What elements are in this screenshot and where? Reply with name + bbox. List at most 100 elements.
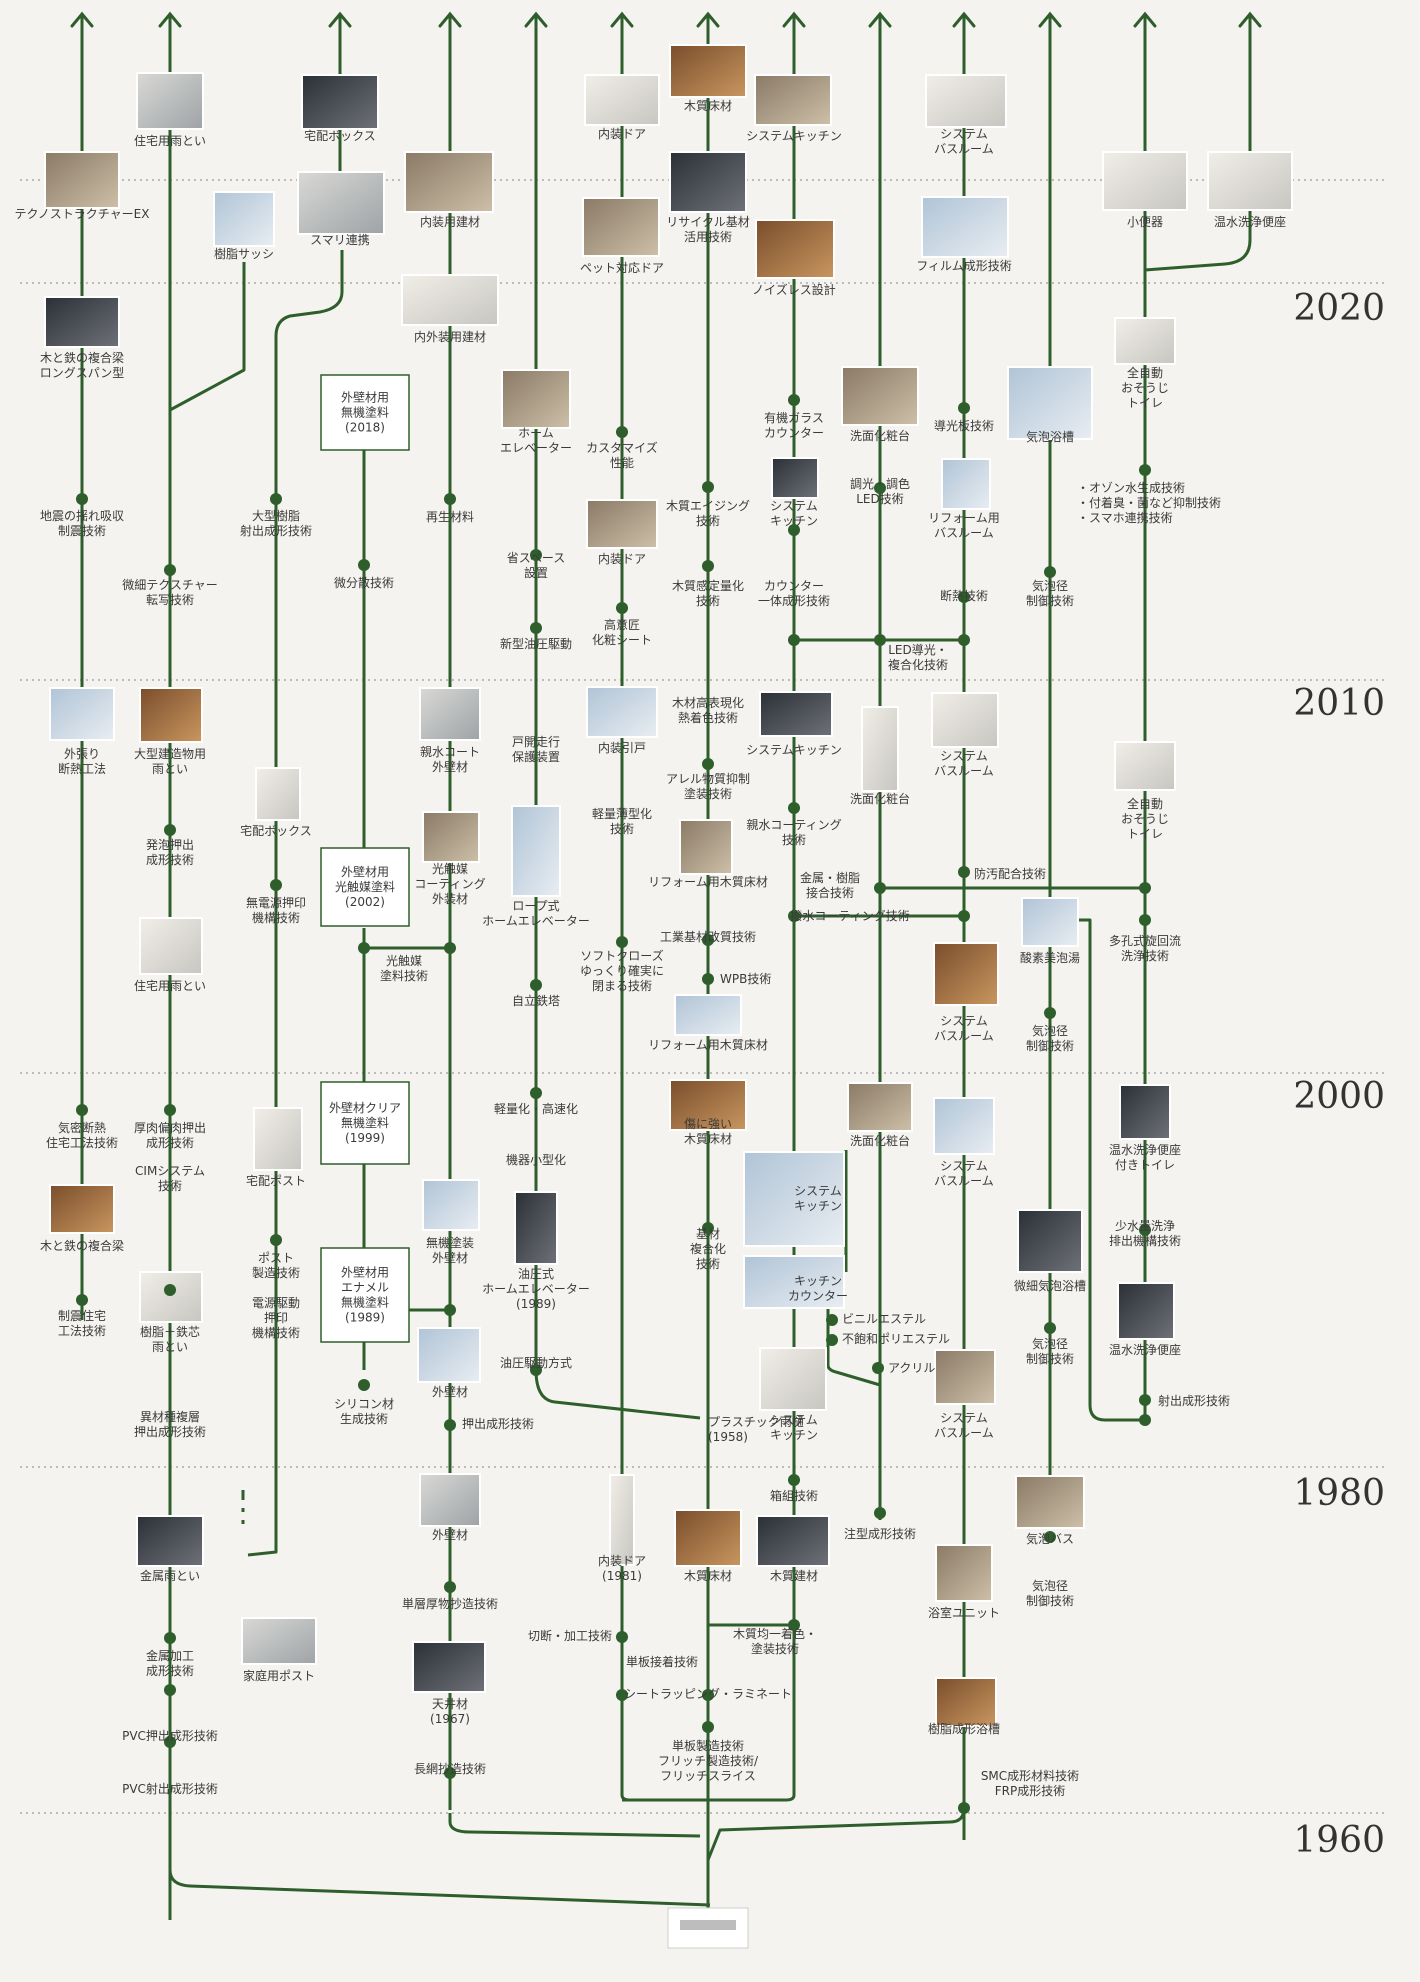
product-photo xyxy=(669,1079,747,1131)
product-photo xyxy=(136,1515,204,1567)
label-c1e: 気密断熱住宅工法技術 xyxy=(46,1120,118,1150)
product-photo xyxy=(771,457,819,499)
label-c11e: 洗面化粧台 xyxy=(850,1133,910,1148)
node-dot xyxy=(616,602,628,614)
label-c4e: 無電源押印機構技術 xyxy=(246,895,306,925)
product-photo xyxy=(404,151,494,213)
node-dot xyxy=(164,1736,176,1748)
label-c6j: 単層厚物抄造技術 xyxy=(402,1597,498,1611)
label-c3a: 樹脂サッシ xyxy=(214,246,274,261)
info-box xyxy=(320,374,410,451)
node-dot xyxy=(164,1684,176,1696)
label-c14j: 射出成形技術 xyxy=(1158,1393,1230,1408)
info-box xyxy=(320,847,410,927)
node-dot xyxy=(1139,1414,1151,1426)
node-dot xyxy=(76,1104,88,1116)
label-c8f: 内装引戸 xyxy=(598,741,646,755)
label-c8h: ソフトクローズゆっくり確実に閉まる技術 xyxy=(580,948,664,993)
product-photo xyxy=(1117,1282,1175,1340)
label-c8d: 内装ドア xyxy=(598,552,646,566)
label-c10o: システムキッチン xyxy=(770,1413,818,1442)
node-dot xyxy=(444,942,456,954)
label-c10a: システムキッチン xyxy=(746,129,842,143)
arrow-head-icon xyxy=(524,11,548,28)
product-photo xyxy=(241,1617,317,1665)
node-dot xyxy=(1044,1322,1056,1334)
label-c6l: 長網抄造技術 xyxy=(414,1762,486,1776)
product-photo xyxy=(1207,151,1293,211)
label-c14h: 少水量洗浄排出機構技術 xyxy=(1109,1219,1181,1248)
label-c6f: 無機塗装外壁材 xyxy=(426,1235,474,1265)
product-photo xyxy=(511,805,561,897)
label-c1d: 外張り断熱工法 xyxy=(58,747,106,776)
product-photo xyxy=(933,942,999,1006)
node-dot xyxy=(958,910,970,922)
node-dot xyxy=(826,1334,838,1346)
node-dot xyxy=(164,1632,176,1644)
node-dot xyxy=(958,866,970,878)
label-c6h: 押出成形技術 xyxy=(462,1417,534,1431)
year-label: 2010 xyxy=(1293,683,1385,724)
label-c13g: 気泡バス xyxy=(1026,1531,1074,1546)
node-dot xyxy=(702,560,714,572)
label-c10b: ノイズレス設計 xyxy=(752,282,836,297)
product-photo xyxy=(417,1327,481,1383)
year-label: 2000 xyxy=(1293,1076,1385,1117)
label-c2i: 異材種複層押出成形技術 xyxy=(134,1409,206,1439)
arrow-head-icon xyxy=(610,11,634,28)
node-dot xyxy=(702,1721,714,1733)
node-dot xyxy=(1139,1224,1151,1236)
product-photo xyxy=(49,1184,115,1234)
product-photo xyxy=(941,458,991,510)
label-c2j: 金属雨とい xyxy=(140,1568,200,1583)
label-c2a: 住宅用雨とい xyxy=(134,133,206,148)
label-c10c: 有機ガラスカウンター xyxy=(764,410,824,440)
label-c10p: 箱組技術 xyxy=(770,1488,818,1503)
node-dot xyxy=(788,634,800,646)
product-photo xyxy=(419,687,481,741)
node-dot xyxy=(444,1767,456,1779)
node-dot xyxy=(702,1689,714,1701)
product-photo xyxy=(582,197,660,257)
node-dot xyxy=(702,481,714,493)
label-c6g: 外壁材 xyxy=(432,1384,468,1399)
label-c10e: カウンター一体成形技術 xyxy=(758,579,830,608)
label-c10g: 親水コーティング技術 xyxy=(746,818,841,847)
label-c6e: 光触媒コーティング外装材 xyxy=(414,862,485,906)
product-photo xyxy=(297,171,385,235)
label-c9e: 木材高表現化熱着色技術 xyxy=(672,695,744,725)
label-c2e: 住宅用雨とい xyxy=(134,978,206,993)
product-photo xyxy=(931,692,999,748)
label-c14a: 小便器 xyxy=(1127,215,1163,229)
label-c7b: 省スペース設置 xyxy=(507,551,566,580)
label-c2h: 樹脂＋鉄芯雨とい xyxy=(140,1324,200,1354)
label-c12d: リフォーム用バスルーム xyxy=(928,511,1000,540)
label-c9n: 木質均一着色・塗装技術 xyxy=(733,1626,817,1656)
product-photo xyxy=(861,706,899,792)
node-dot xyxy=(702,758,714,770)
label-c4i: 家庭用ポスト xyxy=(243,1668,315,1683)
year-label: 1960 xyxy=(1293,1820,1385,1861)
label-c12l: 樹脂成形浴槽 xyxy=(928,1721,1000,1736)
label-c7f: 自立鉄塔 xyxy=(512,993,560,1008)
arrow-head-icon xyxy=(328,11,352,28)
label-c5d: 光触媒塗料技術 xyxy=(380,954,428,983)
info-box xyxy=(320,1247,410,1343)
label-c10j: システムキッチン xyxy=(794,1184,842,1213)
label-c12k: 浴室ユニット xyxy=(928,1605,1000,1620)
label-c9i: WPB技術 xyxy=(720,972,771,986)
label-c2m: PVC射出成形技術 xyxy=(122,1781,218,1796)
node-dot xyxy=(788,1619,800,1631)
label-c2k: 金属加工成形技術 xyxy=(146,1648,194,1678)
connector-line xyxy=(448,1813,701,1838)
node-dot xyxy=(270,1234,282,1246)
node-dot xyxy=(358,559,370,571)
node-dot xyxy=(444,1419,456,1431)
label-c6b: 内外装用建材 xyxy=(414,330,486,344)
node-labels: テクノストラクチャーEX木と鉄の複合梁ロングスパン型地震の揺れ吸収制震技術外張り… xyxy=(15,98,1286,1798)
box-label-c5e: 外壁材クリア無機塗料(1999) xyxy=(329,1100,401,1145)
connector-line xyxy=(706,1807,966,1861)
product-photo xyxy=(756,1515,830,1567)
